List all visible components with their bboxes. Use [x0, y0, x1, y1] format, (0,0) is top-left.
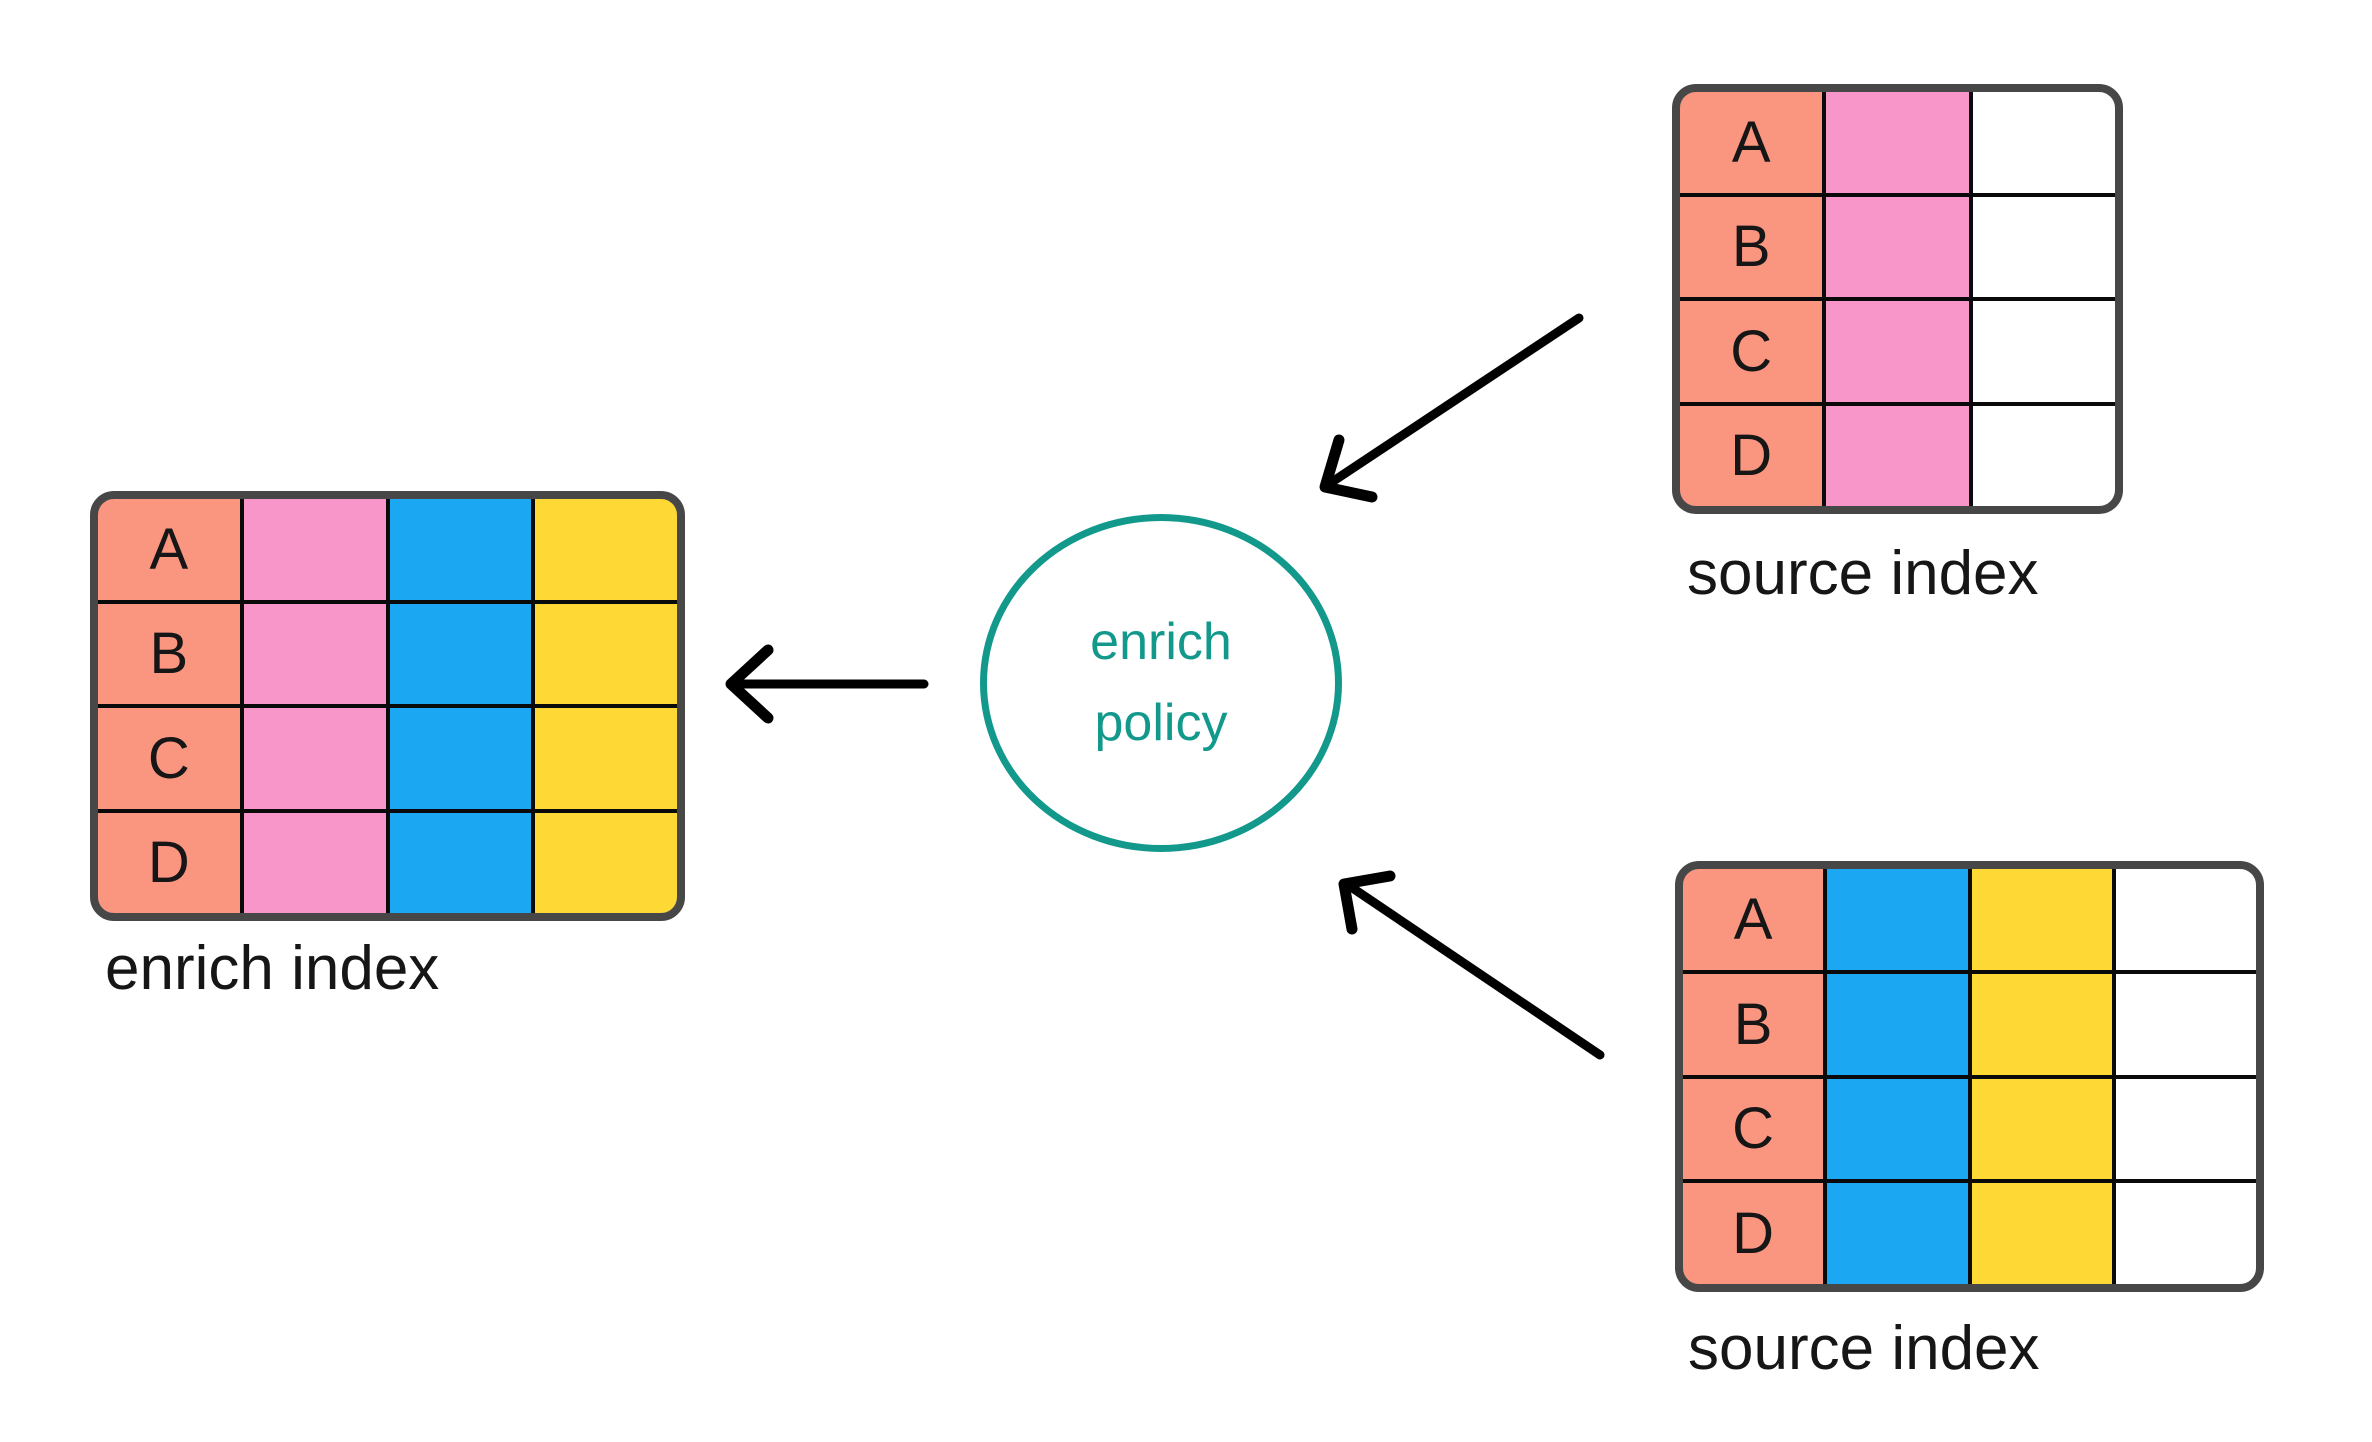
data-cell — [1971, 1183, 2112, 1284]
data-cell — [1827, 1183, 1968, 1284]
data-cell — [1827, 869, 1968, 970]
data-cell — [1971, 869, 2112, 970]
enrich-policy-circle: enrich policy — [980, 514, 1342, 852]
data-cell — [389, 708, 532, 809]
row-key-cell: D — [1683, 1183, 1824, 1284]
data-cell — [2115, 869, 2256, 970]
data-cell — [389, 603, 532, 704]
enrich-policy-label-line1: enrich — [1090, 613, 1232, 672]
data-cell — [1972, 301, 2115, 402]
data-cell — [535, 603, 677, 704]
row-key-cell: C — [1683, 1078, 1824, 1180]
data-cell — [1972, 196, 2115, 297]
data-cell — [1826, 405, 1969, 506]
row-key-cell: C — [1680, 301, 1823, 402]
data-cell — [243, 812, 386, 913]
enrich-policy-label-line2: policy — [1094, 694, 1228, 752]
data-cell — [1827, 973, 1968, 1075]
data-cell — [1827, 1078, 1968, 1180]
enrich-index-label: enrich index — [105, 934, 440, 1003]
data-cell — [2115, 1078, 2256, 1180]
row-key-cell: C — [98, 708, 240, 809]
row-key-cell: D — [1680, 405, 1823, 506]
data-cell — [1826, 196, 1969, 297]
row-key-cell: A — [98, 499, 240, 600]
data-cell — [243, 708, 386, 809]
data-cell — [389, 499, 532, 600]
data-cell — [1972, 405, 2115, 506]
arrow-source-top-to-policy-icon — [1319, 313, 1584, 503]
row-key-cell: B — [1680, 196, 1823, 297]
data-cell — [535, 708, 677, 809]
data-cell — [2115, 1183, 2256, 1284]
data-cell — [1971, 973, 2112, 1075]
data-cell — [1826, 92, 1969, 193]
source-index-top-label: source index — [1687, 539, 2039, 608]
data-cell — [1826, 301, 1969, 402]
arrow-policy-to-enrich-index-icon — [725, 644, 929, 724]
row-key-cell: A — [1683, 869, 1824, 970]
data-cell — [2115, 973, 2256, 1075]
source-index-bottom-label: source index — [1688, 1314, 2040, 1383]
data-cell — [535, 499, 677, 600]
row-key-cell: D — [98, 812, 240, 913]
row-key-cell: B — [1683, 973, 1824, 1075]
data-cell — [1971, 1078, 2112, 1180]
data-cell — [243, 499, 386, 600]
row-key-cell: A — [1680, 92, 1823, 193]
data-cell — [243, 603, 386, 704]
data-cell — [389, 812, 532, 913]
data-cell — [1972, 92, 2115, 193]
data-cell — [535, 812, 677, 913]
arrow-source-bottom-to-policy-icon — [1338, 870, 1605, 1060]
row-key-cell: B — [98, 603, 240, 704]
